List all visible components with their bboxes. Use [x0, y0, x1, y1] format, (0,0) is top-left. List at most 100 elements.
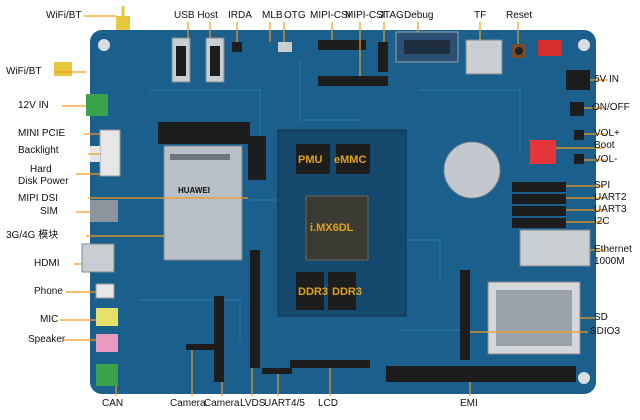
imx6dl-soc: [305, 195, 369, 261]
label-can: CAN: [102, 398, 124, 409]
label-lvds: LVDS: [240, 398, 266, 409]
label-irda: IRDA: [228, 10, 252, 21]
mounting-hole: [578, 372, 590, 384]
label-sim: SIM: [40, 206, 58, 217]
label-phone: Phone: [34, 286, 63, 297]
ethernet-port: [519, 229, 591, 267]
sim-slot: [90, 200, 118, 222]
label-5v-in: 5V IN: [594, 74, 620, 85]
label-uart45: UART4/5: [264, 398, 305, 409]
label-on-off: ON/OFF: [592, 102, 630, 113]
wifi-antenna-connector-left: [54, 62, 72, 76]
label-mipi-csi-2: MIPI-CSI: [345, 10, 386, 21]
lvds-header: [250, 250, 260, 368]
label-hard-disk-power-line1: Hard: [30, 164, 52, 175]
label-mipi-csi-1: MIPI-CSI: [310, 10, 351, 21]
irda-sensor: [232, 42, 242, 52]
label-backlight: Backlight: [18, 145, 59, 156]
lcd-connector: [290, 360, 370, 368]
label-camera-2: Camera: [204, 398, 240, 409]
label-jtag: JTAG: [379, 10, 404, 21]
chip-label-pmu: PMU: [298, 154, 323, 166]
label-otg: OTG: [284, 10, 306, 21]
boot-dip-switch: [530, 140, 556, 164]
uart2-header: [512, 194, 566, 204]
label-spi: SPI: [594, 180, 611, 191]
vol-plus-button: [574, 130, 584, 140]
label-hard-disk-power-line2: Disk Power: [18, 176, 69, 187]
vol-minus-button: [574, 154, 584, 164]
chip-label-ddr3-a: DDR3: [298, 286, 328, 298]
label-i2c: I2C: [594, 216, 610, 227]
mini-pcie-slot: [158, 122, 250, 144]
hdd-power-connector: [99, 129, 121, 177]
pcb-traces: [140, 60, 521, 360]
dc-5v-jack: [566, 70, 590, 90]
callout-lines: [54, 15, 608, 396]
uart3-header: [512, 206, 566, 216]
modem-module: [163, 145, 243, 261]
chip-label-emmc: eMMC: [334, 154, 367, 166]
label-lcd: LCD: [318, 398, 339, 409]
label-sd: SD: [594, 312, 608, 323]
label-mic: MIC: [40, 314, 59, 325]
power-12v-connector: [86, 94, 108, 116]
spi-header: [512, 182, 566, 192]
ddr3-chip-b: [328, 272, 356, 310]
hdmi-port: [81, 243, 115, 273]
ddr3-chip-a: [296, 272, 324, 310]
mounting-hole: [578, 39, 590, 51]
label-3g4g-module: 3G/4G 模块: [6, 230, 59, 241]
label-uart2: UART2: [594, 192, 627, 203]
phone-connector: [95, 283, 115, 299]
speaker-jack: [96, 334, 118, 352]
can-connector: [96, 364, 118, 386]
mipi-dsi-connector: [248, 136, 266, 180]
label-mini-pcie: MINI PCIE: [18, 128, 66, 139]
label-emi: EMI: [460, 398, 478, 409]
label-wifi-bt-left: WiFi/BT: [6, 66, 42, 77]
tf-card-slot: [465, 39, 503, 75]
mipi-csi-connector-2: [318, 76, 388, 86]
label-speaker: Speaker: [28, 334, 66, 345]
jtag-header: [378, 42, 388, 72]
label-usb-host: USB Host: [174, 10, 218, 21]
sdio3-header: [460, 270, 470, 360]
mic-jack: [96, 308, 118, 326]
label-boot: Boot: [594, 140, 615, 151]
label-mlb: MLB: [262, 10, 283, 21]
power-switch: [570, 102, 584, 116]
camera-header-2: [214, 296, 224, 382]
mipi-csi-connector-1: [318, 40, 366, 50]
label-camera-1: Camera: [170, 398, 206, 409]
chip-label-imx6dl: i.MX6DL: [310, 222, 354, 234]
label-hdmi: HDMI: [34, 258, 60, 269]
wifi-antenna-connector-top: [116, 16, 130, 30]
label-reset: Reset: [506, 10, 533, 21]
emi-header: [386, 366, 576, 382]
label-wifi-bt-top: WiFi/BT: [46, 10, 82, 21]
otg-connector: [278, 42, 292, 52]
label-sdio3: SDIO3: [590, 326, 621, 337]
label-tf: TF: [474, 10, 487, 21]
rtc-coin-battery: [443, 141, 501, 199]
emmc-chip: [336, 144, 370, 174]
module-brand-label: HUAWEI: [178, 186, 210, 195]
i2c-header: [512, 218, 566, 228]
label-uart3: UART3: [594, 204, 627, 215]
camera-header-1: [186, 344, 222, 350]
label-ethernet-line2: 1000M: [594, 256, 625, 267]
uart45-header: [262, 368, 292, 374]
label-mipi-dsi: MIPI DSI: [18, 193, 59, 204]
label-vol-minus: VOL-: [594, 154, 618, 165]
chip-label-ddr3-b: DDR3: [332, 286, 362, 298]
mounting-hole: [98, 39, 110, 51]
dip-switch-top: [538, 40, 562, 56]
pmu-chip: [296, 144, 330, 174]
label-debug: Debug: [404, 10, 434, 21]
label-12v-in: 12V IN: [18, 100, 49, 111]
label-vol-plus: VOL+: [594, 128, 620, 139]
label-ethernet-line1: Ethernet: [594, 244, 632, 255]
